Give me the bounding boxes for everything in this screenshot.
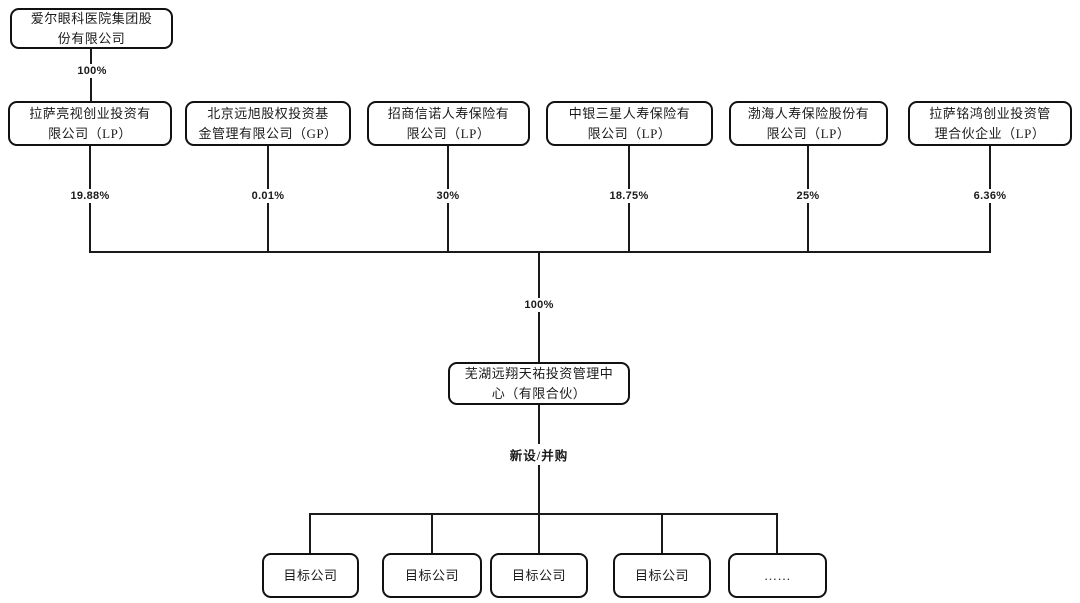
edge-label-pct-1: 19.88% xyxy=(66,189,114,203)
bus-targets xyxy=(310,513,778,515)
node-wuhu-yuanxiang-tianyou-fund: 芜湖远翔天祐投资管理中 心（有限合伙） xyxy=(448,362,630,405)
edge-label-fund-ownership: 100% xyxy=(520,298,558,312)
node-target-company-3: 目标公司 xyxy=(490,553,588,598)
connector-target-4 xyxy=(661,513,663,553)
edge-label-pct-3: 30% xyxy=(432,189,464,203)
node-target-company-ellipsis: …… xyxy=(728,553,827,598)
connector-target-1 xyxy=(309,513,311,553)
node-beijing-yuanxu-gp: 北京远旭股权投资基 金管理有限公司（GP） xyxy=(185,101,351,146)
node-boc-samsung-life-lp: 中银三星人寿保险有 限公司（LP） xyxy=(546,101,713,146)
node-lhasa-minghong-lp: 拉萨铭鸿创业投资管 理合伙企业（LP） xyxy=(908,101,1072,146)
node-target-company-4: 目标公司 xyxy=(613,553,711,598)
edge-label-pct-4: 18.75% xyxy=(605,189,653,203)
edge-label-pct-5: 25% xyxy=(792,189,824,203)
edge-label-root-ownership: 100% xyxy=(73,64,111,78)
node-bohai-life-lp: 渤海人寿保险股份有 限公司（LP） xyxy=(729,101,888,146)
edge-label-pct-2: 0.01% xyxy=(247,189,289,203)
node-cigna-cmb-life-lp: 招商信诺人寿保险有 限公司（LP） xyxy=(367,101,530,146)
node-target-company-1: 目标公司 xyxy=(262,553,359,598)
connector-target-3 xyxy=(538,513,540,553)
node-target-company-2: 目标公司 xyxy=(382,553,482,598)
node-lhasa-liangshi-lp: 拉萨亮视创业投资有 限公司（LP） xyxy=(8,101,172,146)
edge-label-new-setup-acquisition: 新设/并购 xyxy=(505,444,573,465)
node-aier-eye-hospital-group: 爱尔眼科医院集团股 份有限公司 xyxy=(10,8,173,49)
edge-label-pct-6: 6.36% xyxy=(969,189,1011,203)
connector-target-2 xyxy=(431,513,433,553)
bus-shareholders xyxy=(89,251,991,253)
connector-target-5 xyxy=(776,513,778,553)
